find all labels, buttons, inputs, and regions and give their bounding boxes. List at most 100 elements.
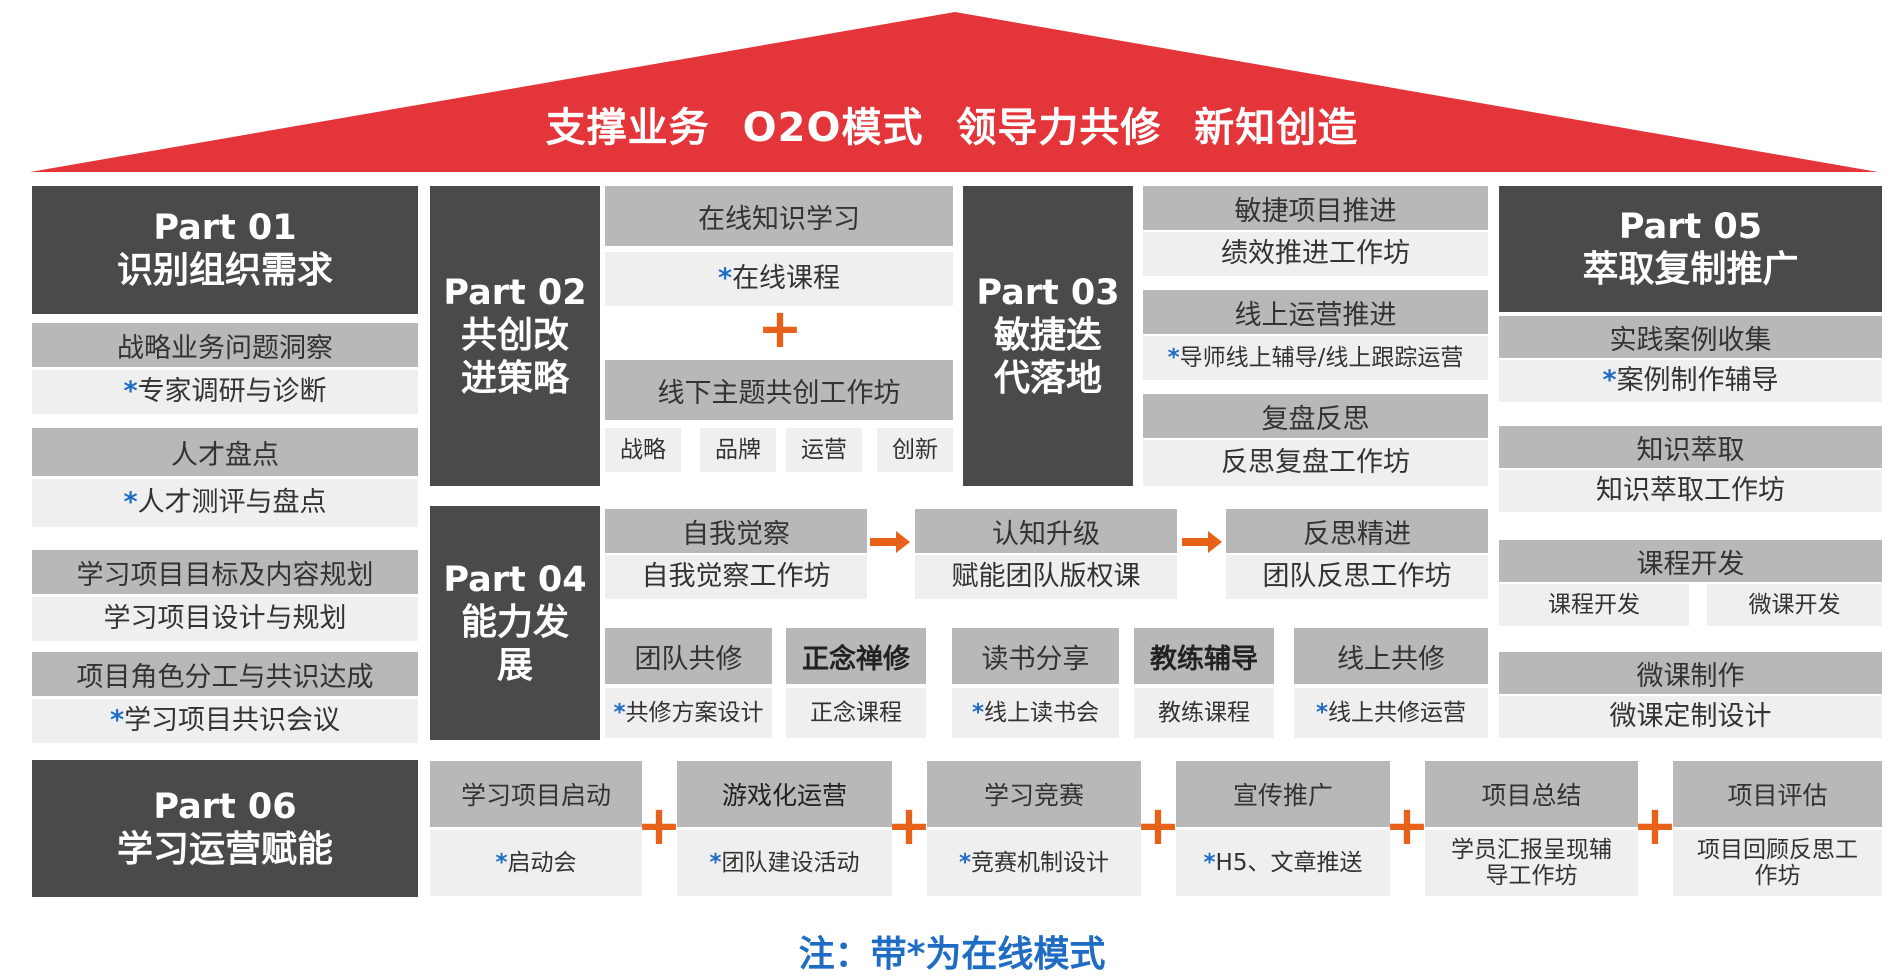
part01-header: Part 01 识别组织需求 (32, 186, 418, 314)
part05-item1-head: 实践案例收集 (1499, 316, 1882, 358)
part02-name-l2: 进策略 (460, 358, 569, 399)
part06-step2-head: 游戏化运营 (677, 761, 892, 827)
roof-title: 支撑业务 O2O模式 领导力共修 新知创造 (545, 105, 1359, 151)
part05-item4-body: 微课定制设计 (1499, 696, 1882, 738)
part06-step3-head: 学习竞赛 (927, 761, 1141, 827)
online-marker: * (613, 699, 626, 726)
online-marker: * (123, 487, 138, 519)
part04-card4-body: 教练课程 (1134, 688, 1274, 738)
part06-code: Part 06 (153, 786, 297, 827)
footnote: 注：带*为在线模式 (798, 934, 1106, 975)
part06-step5-body: 学员汇报呈现辅 导工作坊 (1425, 830, 1638, 896)
online-marker: * (971, 699, 985, 726)
part04-code: Part 04 (443, 559, 587, 600)
online-marker: * (1315, 699, 1329, 726)
part01-item4-body: *学习项目共识会议 (32, 699, 418, 743)
part06-name: 学习运营赋能 (116, 828, 333, 870)
online-marker: * (123, 376, 138, 408)
part04-card3-body: *线上读书会 (952, 688, 1119, 738)
part06-step6-body: 项目回顾反思工 作坊 (1673, 830, 1882, 896)
part04-flow1-body: 自我觉察工作坊 (605, 555, 867, 599)
plus-icon: + (886, 793, 932, 857)
online-marker: * (717, 263, 733, 295)
part03-item1-body: 绩效推进工作坊 (1143, 232, 1488, 276)
part04-card2-body: 正念课程 (786, 688, 926, 738)
part06-step3-body: *竞赛机制设计 (927, 830, 1141, 896)
part04-name-l1: 能力发 (460, 601, 569, 643)
arrow-right-icon (1182, 531, 1222, 553)
part03-name-l2: 代落地 (993, 358, 1102, 399)
online-marker: * (109, 705, 125, 737)
part06-step4-body: *H5、文章推送 (1176, 830, 1390, 896)
part04-header: Part 04 能力发 展 (430, 506, 600, 740)
part05-item2-head: 知识萃取 (1499, 426, 1882, 468)
part02-online-body: *在线课程 (605, 252, 953, 306)
part02-tag: 品牌 (700, 428, 776, 472)
part02-code: Part 02 (443, 272, 587, 313)
plus-icon: + (1384, 793, 1430, 857)
part03-item3-head: 复盘反思 (1143, 394, 1488, 438)
part04-card1-body: *共修方案设计 (605, 688, 772, 738)
part06-step6-head: 项目评估 (1673, 761, 1882, 827)
part05-name: 萃取复制推广 (1582, 249, 1799, 291)
part05-item2-body: 知识萃取工作坊 (1499, 470, 1882, 512)
part02-tag: 创新 (877, 428, 953, 472)
part03-item2-body: *导师线上辅导/线上跟踪运营 (1143, 336, 1488, 380)
part01-item2-body: *人才测评与盘点 (32, 479, 418, 527)
part06-step1-head: 学习项目启动 (430, 761, 642, 827)
part01-item3-body: 学习项目设计与规划 (32, 597, 418, 641)
part01-name: 识别组织需求 (116, 250, 333, 292)
part04-card2-head: 正念禅修 (786, 628, 926, 684)
part02-tag: 运营 (786, 428, 862, 472)
part05-item4-head: 微课制作 (1499, 652, 1882, 694)
part03-code: Part 03 (976, 272, 1120, 313)
part01-code: Part 01 (153, 208, 297, 249)
arrow-right-icon (870, 531, 910, 553)
part01-item3-head: 学习项目目标及内容规划 (32, 550, 418, 594)
part01-item2-head: 人才盘点 (32, 428, 418, 476)
part01-item4-head: 项目角色分工与共识达成 (32, 652, 418, 696)
part04-card3-head: 读书分享 (952, 628, 1119, 684)
part04-card5-body: *线上共修运营 (1294, 688, 1488, 738)
online-marker: * (709, 849, 722, 876)
part04-flow1-head: 自我觉察 (605, 509, 867, 553)
online-marker: * (495, 849, 508, 876)
plus-icon: + (1135, 793, 1181, 857)
part05-item1-body: *案例制作辅导 (1499, 360, 1882, 402)
part05-code: Part 05 (1618, 207, 1763, 248)
part01-item1-body: *专家调研与诊断 (32, 370, 418, 414)
part03-item1-head: 敏捷项目推进 (1143, 186, 1488, 230)
roof-shape (30, 12, 1878, 172)
part04-flow3-head: 反思精进 (1226, 509, 1488, 553)
part02-tag: 战略 (605, 428, 681, 472)
part04-name-l2: 展 (496, 645, 533, 686)
part06-step2-body: *团队建设活动 (677, 830, 892, 896)
part04-card5-head: 线上共修 (1294, 628, 1488, 684)
part02-header: Part 02 共创改 进策略 (430, 186, 600, 486)
part05-item3-head: 课程开发 (1499, 540, 1882, 582)
part03-name-l1: 敏捷迭 (993, 314, 1102, 356)
part04-card4-head: 教练辅导 (1134, 628, 1274, 684)
part03-item3-body: 反思复盘工作坊 (1143, 440, 1488, 486)
part05-header: Part 05 萃取复制推广 (1499, 186, 1882, 312)
part02-online-head: 在线知识学习 (605, 186, 953, 246)
part02-offline-head: 线下主题共创工作坊 (605, 360, 953, 420)
online-marker: * (1203, 849, 1216, 876)
part04-flow2-head: 认知升级 (915, 509, 1177, 553)
plus-icon: + (636, 793, 682, 857)
part06-step1-body: *启动会 (430, 830, 642, 896)
plus-icon: + (757, 296, 803, 360)
part02-name-l1: 共创改 (460, 314, 569, 356)
roof-banner (30, 12, 1878, 172)
part05-item3-sub: 微课开发 (1707, 584, 1882, 626)
part04-card1-head: 团队共修 (605, 628, 772, 684)
plus-icon: + (1632, 793, 1678, 857)
part01-item1-head: 战略业务问题洞察 (32, 323, 418, 367)
part04-flow2-body: 赋能团队版权课 (915, 555, 1177, 599)
part05-item3-sub: 课程开发 (1499, 584, 1689, 626)
part06-step5-head: 项目总结 (1425, 761, 1638, 827)
part03-item2-head: 线上运营推进 (1143, 290, 1488, 334)
part06-header: Part 06 学习运营赋能 (32, 760, 418, 897)
online-marker: * (1602, 365, 1617, 397)
part04-flow3-body: 团队反思工作坊 (1226, 555, 1488, 599)
